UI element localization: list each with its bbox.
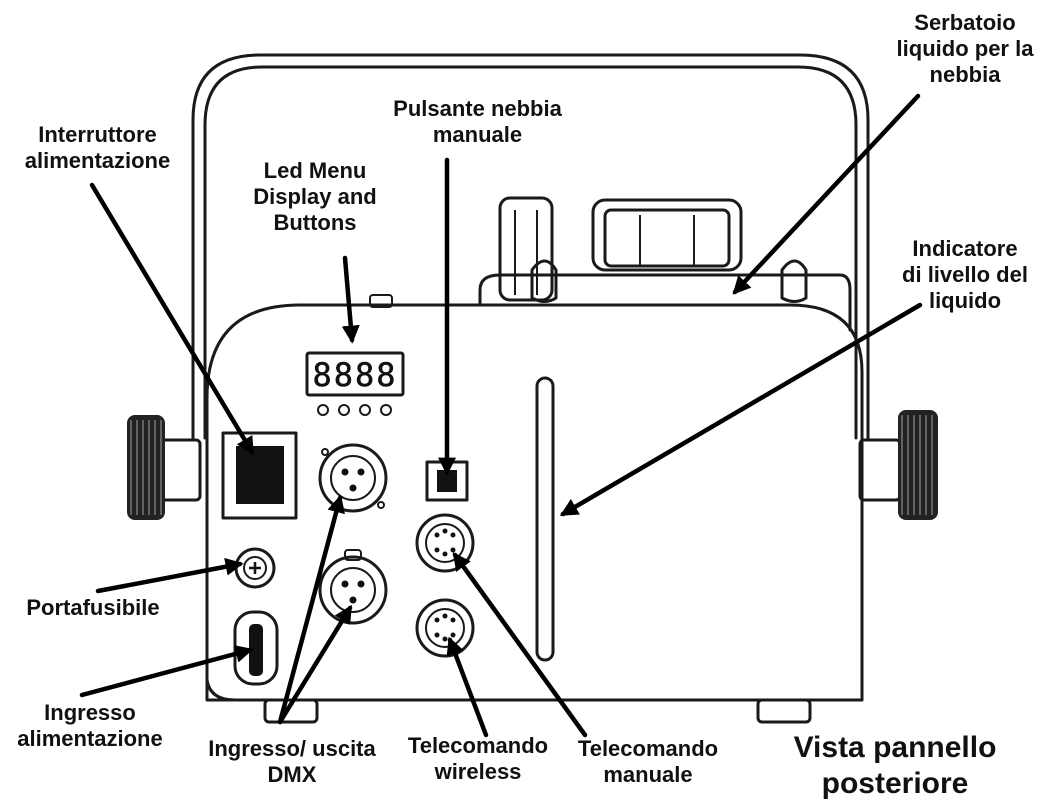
- wireless-remote-connector: [415, 598, 475, 658]
- leader-arrows: [79, 93, 923, 738]
- machine-body: [205, 303, 864, 724]
- fluid-tank: [369, 196, 852, 332]
- power-switch: [221, 431, 298, 520]
- handle-frame: [191, 53, 870, 440]
- fluid-level-label: Indicatore di livello del liquido: [902, 236, 1028, 313]
- manual-fog-button-label: Pulsante nebbia manuale: [393, 96, 562, 147]
- dmx-in-connector: [318, 443, 388, 513]
- led-menu-label: Led Menu Display and Buttons: [253, 158, 377, 235]
- fluid-tank-label: Serbatoio liquido per la nebbia: [896, 10, 1034, 87]
- fuse-holder: [234, 547, 276, 589]
- dmx-out-connector: [318, 549, 388, 625]
- fuse-holder-label: Portafusibile: [26, 595, 160, 620]
- fluid-level-window: [535, 376, 555, 662]
- svg-text:8888: 8888: [312, 356, 397, 394]
- right-knob: [858, 410, 938, 520]
- dmx-io-label: Ingresso/ uscita DMX: [208, 736, 376, 787]
- led-display: 8888: [305, 351, 405, 397]
- left-knob: [127, 415, 202, 520]
- manual-remote-label: Telecomando manuale: [577, 736, 719, 787]
- manual-remote-connector: [415, 513, 475, 573]
- diagram-title: Vista pannello posteriore: [793, 731, 997, 800]
- power-input-label: Ingresso alimentazione: [17, 700, 163, 751]
- wireless-remote-label: Telecomando wireless: [407, 733, 549, 784]
- menu-buttons: [317, 404, 392, 416]
- power-switch-label: Interruttore alimentazione: [24, 122, 171, 173]
- power-inlet: [233, 610, 279, 686]
